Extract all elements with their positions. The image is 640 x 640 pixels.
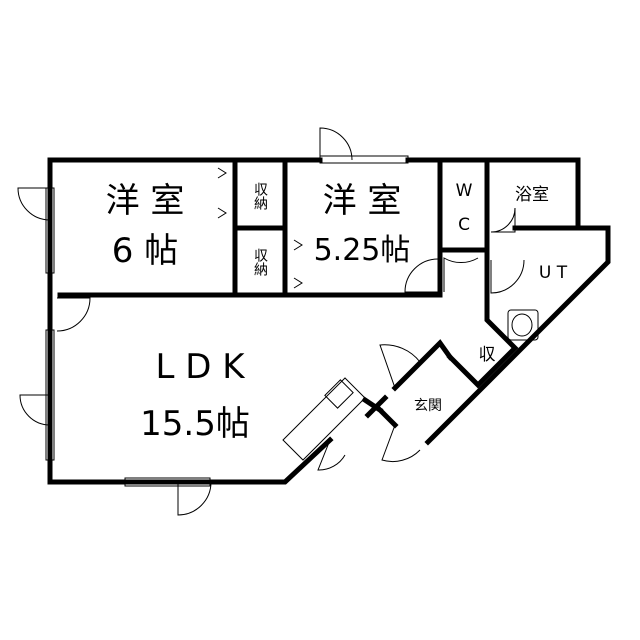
doors [17,127,525,516]
closet-label: 収 [479,345,496,365]
storage2-label: 収納 [252,248,268,277]
bath-label: 浴室 [515,185,549,205]
walls [47,157,611,485]
wc-label-c: C [458,215,470,235]
entrance-label: 玄関 [414,397,442,414]
room-western2-size: 5.25帖 [314,233,411,268]
utility-label: U T [539,263,568,283]
storage1-label: 収納 [252,182,268,211]
room-western2-label: 洋 室 [323,181,402,221]
ldk-label: L D K [155,347,246,387]
washbasin [507,309,539,341]
wc-label-w: W [456,181,473,201]
kitchen-counter [282,377,366,461]
ldk-size: 15.5帖 [140,404,250,444]
room-western1-size: 6 帖 [112,231,178,271]
room-western1-label: 洋 室 [106,181,185,221]
